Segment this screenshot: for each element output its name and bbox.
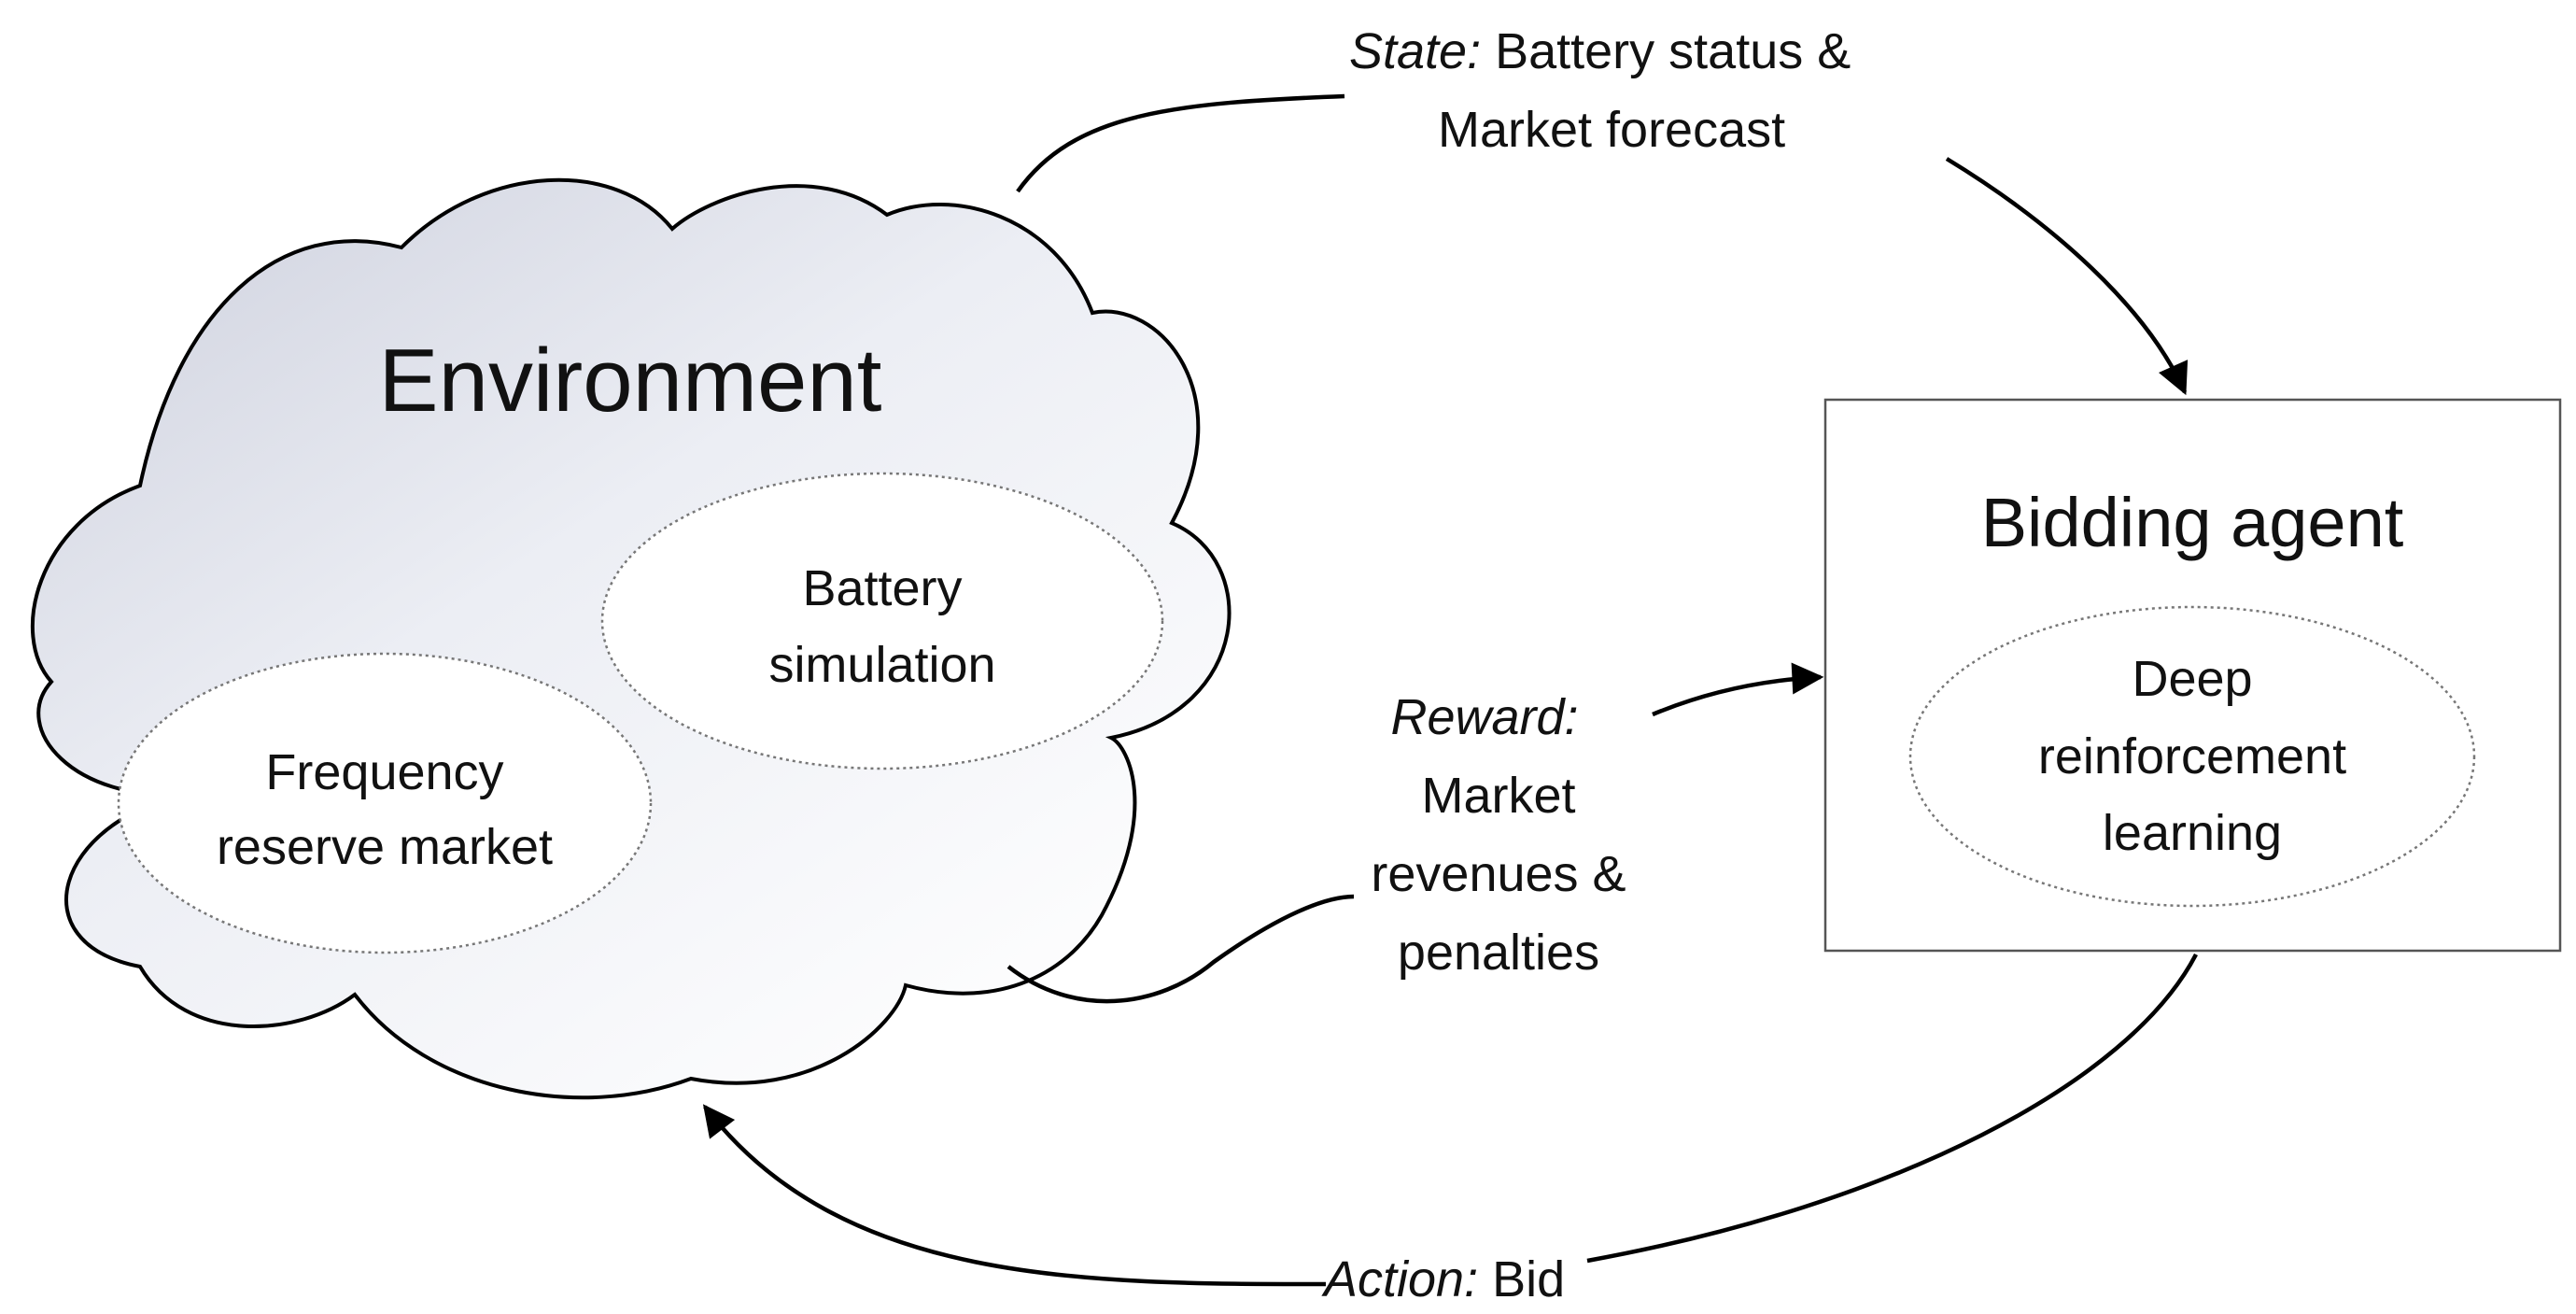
action-text: Bid	[1478, 1251, 1565, 1307]
environment-title: Environment	[379, 331, 882, 431]
action-label: Action: Bid	[1321, 1251, 1565, 1307]
battery-simulation-label-line1: Battery	[802, 560, 962, 616]
reward-line3: penalties	[1398, 925, 1599, 981]
bidding-agent-title: Bidding agent	[1981, 484, 2404, 561]
reward-connector-line	[1006, 894, 1355, 1004]
state-text-1: Battery status &	[1481, 23, 1851, 79]
state-label-line2: Market forecast	[1438, 102, 1785, 158]
reward-line1: Market	[1421, 768, 1575, 824]
reward-arrow	[1652, 662, 1824, 717]
state-keyword: State:	[1349, 23, 1481, 79]
deep-rl-label-line1: Deep	[2132, 651, 2252, 707]
battery-simulation-label-line2: simulation	[768, 637, 995, 693]
state-connector-line	[1016, 93, 1345, 193]
deep-rl-label-line3: learning	[2103, 805, 2282, 861]
action-keyword: Action:	[1321, 1251, 1478, 1307]
frequency-reserve-market-node: Frequency reserve market	[117, 652, 653, 954]
deep-rl-label-line2: reinforcement	[2038, 728, 2346, 784]
action-arrow	[702, 1104, 1327, 1287]
state-label-line1: State: Battery status &	[1349, 23, 1851, 79]
action-connector-line	[1586, 953, 2198, 1264]
deep-rl-node: Deep reinforcement learning	[1908, 605, 2476, 908]
frequency-market-label-line1: Frequency	[265, 744, 503, 800]
frequency-market-label-line2: reserve market	[217, 819, 553, 875]
state-arrow	[1945, 157, 2189, 396]
reward-line2: revenues &	[1371, 846, 1626, 902]
reward-keyword: Reward:	[1390, 689, 1578, 745]
battery-simulation-node: Battery simulation	[600, 472, 1164, 770]
